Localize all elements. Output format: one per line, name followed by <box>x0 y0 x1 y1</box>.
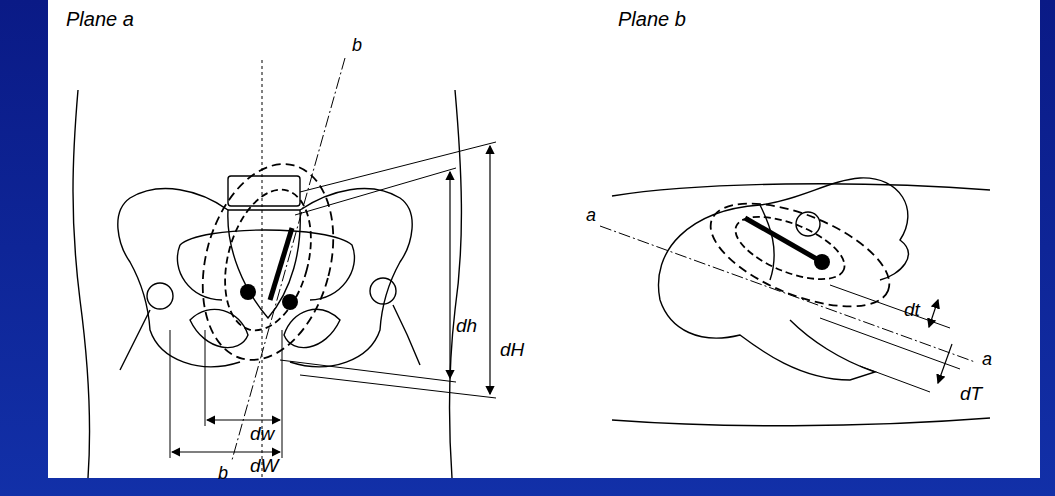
plane-trace-label: a <box>586 206 596 226</box>
plane-trace-label: a <box>982 350 992 370</box>
plane-title: Plane b <box>618 8 686 30</box>
white-panel <box>48 0 1040 478</box>
dimension-label: dt <box>904 300 920 321</box>
dimension-label: dH <box>500 340 524 361</box>
plane-title: Plane a <box>66 8 134 30</box>
plane-trace-label: b <box>352 36 362 56</box>
dimension-label: dW <box>250 456 279 477</box>
dimension-label: dw <box>250 424 274 445</box>
dimension-label: dT <box>960 384 982 405</box>
plane-trace-label: b <box>218 464 228 484</box>
dimension-label: dh <box>456 316 477 337</box>
